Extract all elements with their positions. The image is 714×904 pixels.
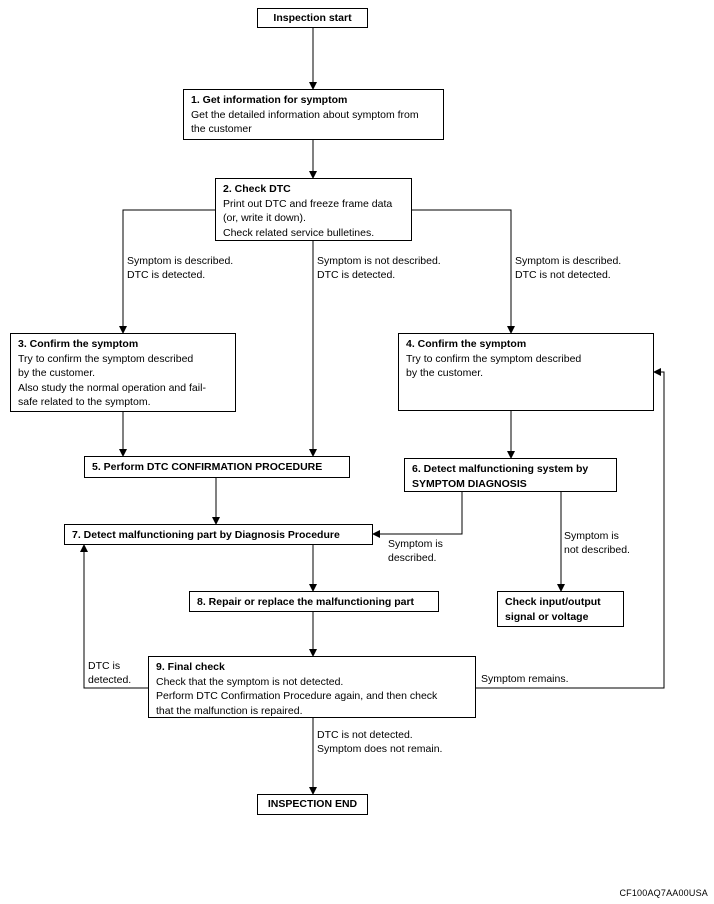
step1-body: Get the detailed information about sympt… [191, 108, 419, 136]
label-symptom-remains: Symptom remains. [481, 673, 569, 685]
step4-body: Try to confirm the symptom described by … [406, 352, 582, 380]
inspection-start-box: Inspection start [257, 8, 368, 28]
arrow-step9-to-step7 [80, 544, 148, 689]
step3-title: 3. Confirm the symptom [18, 338, 139, 350]
label-right-branch: Symptom is described. DTC is not detecte… [515, 255, 622, 281]
label-final-ok: DTC is not detected. Symptom does not re… [317, 729, 443, 755]
step2-box: 2. Check DTC Print out DTC and freeze fr… [215, 178, 412, 241]
check-io-label: Check input/output signal or voltage [505, 596, 601, 623]
inspection-end-label: INSPECTION END [267, 798, 358, 810]
step9-body: Check that the symptom is not detected. … [156, 675, 438, 717]
step7-box: 7. Detect malfunctioning part by Diagnos… [64, 524, 373, 545]
step4-title: 4. Confirm the symptom [406, 338, 527, 350]
arrow-step9-to-step4 [476, 368, 665, 689]
label-step6-described: Symptom is described. [388, 538, 443, 564]
check-io-box: Check input/output signal or voltage [497, 591, 624, 627]
label-middle-branch: Symptom is not described. DTC is detecte… [317, 255, 441, 281]
step8-title: 8. Repair or replace the malfunctioning … [197, 596, 415, 608]
step9-box: 9. Final check Check that the symptom is… [148, 656, 476, 718]
step9-title: 9. Final check [156, 661, 225, 673]
step2-title: 2. Check DTC [223, 183, 291, 195]
label-dtc-detected: DTC is detected. [88, 660, 132, 686]
step5-title: 5. Perform DTC CONFIRMATION PROCEDURE [92, 461, 323, 473]
step3-body: Try to confirm the symptom described by … [18, 352, 206, 409]
step7-title: 7. Detect malfunctioning part by Diagnos… [72, 529, 340, 541]
step5-box: 5. Perform DTC CONFIRMATION PROCEDURE [84, 456, 350, 478]
step4-box: 4. Confirm the symptom Try to confirm th… [398, 333, 654, 411]
inspection-start-label: Inspection start [273, 12, 352, 24]
step6-box: 6. Detect malfunctioning system by SYMPT… [404, 458, 617, 492]
label-left-branch: Symptom is described. DTC is detected. [127, 255, 234, 281]
arrow-step2-to-step3 [119, 209, 215, 334]
label-step6-not-described: Symptom is not described. [564, 530, 630, 556]
arrow-step2-to-step4 [412, 209, 515, 334]
step8-box: 8. Repair or replace the malfunctioning … [189, 591, 439, 612]
step3-box: 3. Confirm the symptom Try to confirm th… [10, 333, 236, 412]
step6-title: 6. Detect malfunctioning system by SYMPT… [412, 463, 589, 490]
step2-body: Print out DTC and freeze frame data (or,… [223, 197, 393, 239]
step1-title: 1. Get information for symptom [191, 94, 348, 106]
step1-box: 1. Get information for symptom Get the d… [183, 89, 444, 140]
arrow-step6-to-step7 [372, 492, 463, 538]
inspection-end-box: INSPECTION END [257, 794, 368, 815]
figure-code: CF100AQ7AA00USA [619, 888, 708, 898]
